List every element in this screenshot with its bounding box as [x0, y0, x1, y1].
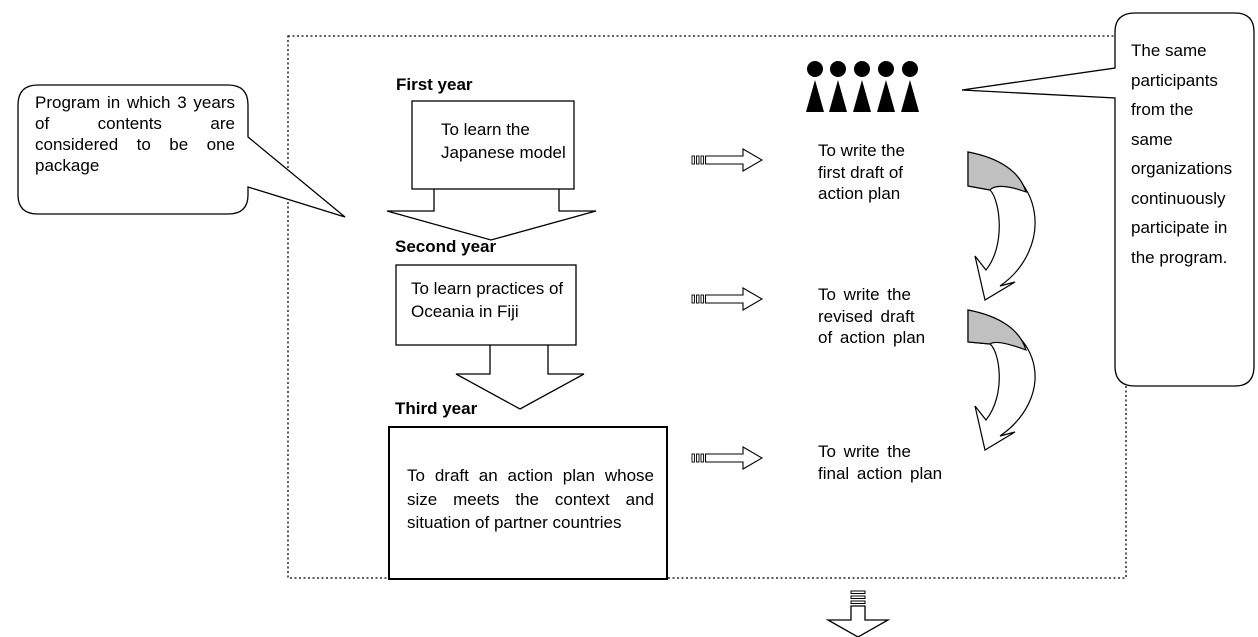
- curved-arrow-1: [967, 151, 1036, 301]
- people-group-icon: [806, 61, 919, 112]
- right-arrow-year-1: [691, 148, 764, 172]
- year-3-box: [388, 426, 668, 580]
- year-1-action-text: To write the first draft of action plan: [818, 141, 905, 203]
- year-3-box-text: To draft an action plan whose size meets…: [407, 466, 654, 532]
- year-3-label: Third year: [395, 399, 478, 418]
- callout-right-line: continuously: [1131, 188, 1226, 208]
- callout-right-text: The same participants from the same orga…: [1131, 36, 1253, 272]
- year-2-label: Second year: [395, 237, 497, 256]
- year-1-box: [411, 100, 575, 190]
- year-3-action-text: To write the final action plan: [818, 442, 943, 483]
- year-2-action-text: To write the revised draft of action pla…: [818, 285, 926, 347]
- callout-right-line: organizations: [1131, 159, 1233, 178]
- year-1-label: First year: [396, 75, 473, 94]
- callout-right-line: the program.: [1131, 247, 1228, 267]
- down-arrow-year2-year3: [455, 345, 585, 410]
- right-arrow-year-2: [691, 287, 764, 311]
- callout-left-bubble: [17, 84, 346, 218]
- callout-right-line: same: [1131, 129, 1173, 149]
- callout-left-text: Program in which 3 years of contents are…: [35, 93, 235, 175]
- callout-right-line: participants: [1131, 70, 1218, 90]
- down-arrow-year1-year2: [386, 189, 597, 241]
- curved-arrow-2: [967, 309, 1036, 451]
- callout-right-line: participate in: [1131, 218, 1228, 237]
- year-2-box-text: To learn practices of Oceania in Fiji: [411, 279, 564, 321]
- output-arrow: [825, 590, 891, 637]
- right-arrow-year-3: [691, 446, 764, 470]
- callout-right-line: The same: [1131, 41, 1207, 60]
- year-2-box: [395, 264, 577, 346]
- callout-right-line: from the: [1131, 100, 1194, 119]
- callout-right-bubble: [961, 12, 1255, 387]
- year-1-box-text: To learn the Japanese model: [441, 120, 566, 162]
